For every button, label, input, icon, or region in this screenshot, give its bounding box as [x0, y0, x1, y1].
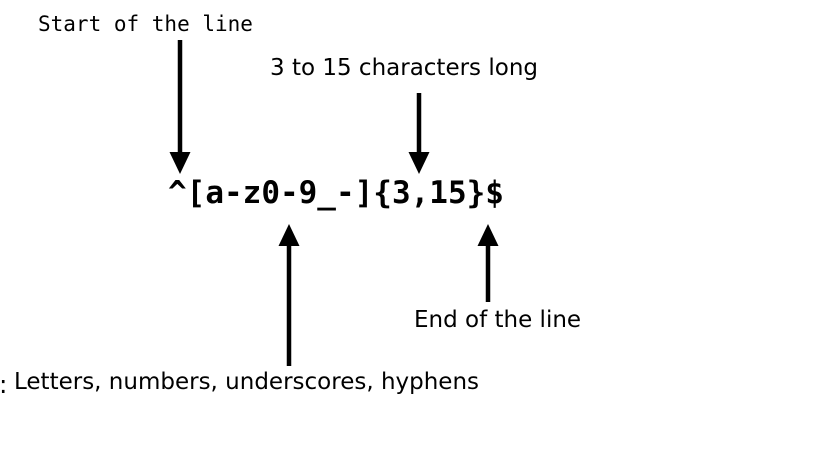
arrow-down-start-of-line: [169, 40, 191, 174]
arrow-down-length-range: [408, 93, 430, 174]
annotation-label-end-of-line: End of the line: [414, 307, 582, 333]
annotation-label-length-range: 3 to 15 characters long: [270, 55, 538, 81]
annotation-label-character-class: Letters, numbers, underscores, hyphens: [14, 369, 480, 395]
regex-expression: ^[a-z0-9_-]{3,15}$: [168, 175, 504, 211]
arrow-up-character-class: [278, 224, 300, 366]
arrow-up-end-of-line: [477, 224, 499, 302]
clipped-left-glyph: :: [0, 372, 7, 397]
annotation-label-start-of-line: Start of the line: [38, 12, 253, 36]
